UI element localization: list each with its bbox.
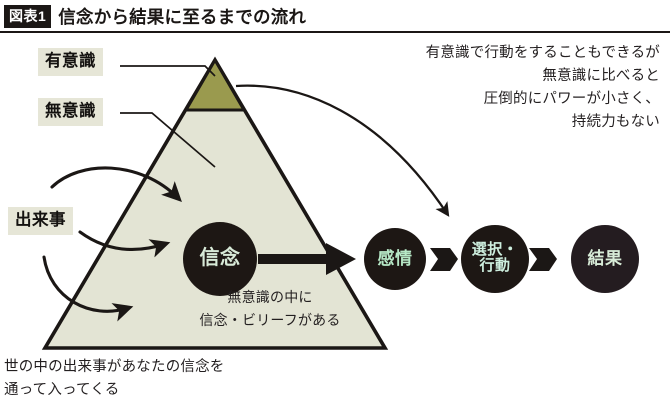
arrow-emotion-to-action — [430, 248, 458, 271]
page-title: 信念から結果に至るまでの流れ — [58, 7, 307, 27]
event-arrow-2 — [78, 230, 171, 258]
bottom-caption-line-1: 世の中の出来事があなたの信念を — [4, 359, 225, 375]
right-note-line-4: 持続力もない — [571, 113, 660, 130]
arrow-belief-to-emotion — [258, 243, 356, 275]
tag-unconscious: 無意識 — [38, 98, 103, 126]
node-circle-result[interactable] — [571, 225, 639, 293]
inside-line-2: 信念・ビリーフがある — [199, 311, 341, 328]
title-divider — [0, 31, 670, 33]
arrow-action-to-result — [529, 248, 557, 271]
event-arrow-1 — [50, 166, 182, 202]
leader-line-unconscious — [120, 112, 216, 168]
right-note-line-3: 圧倒的にパワーが小さく、 — [483, 90, 660, 107]
figure-badge: 図表1 — [4, 5, 52, 28]
event-arrow-3 — [42, 255, 134, 322]
annotation-right-note: 有意識で行動をすることもできるが 無意識に比べると 圧倒的にパワーが小さく、 持… — [338, 42, 660, 134]
node-circle-emotion[interactable] — [364, 228, 426, 290]
right-note-line-1: 有意識で行動をすることもできるが — [425, 45, 660, 61]
annotation-bottom-caption: 世の中の出来事があなたの信念を 通って入ってくる — [4, 356, 424, 403]
node-circle-belief[interactable] — [183, 222, 257, 296]
inside-line-1: 無意識の中に — [227, 289, 313, 305]
right-note-line-2: 無意識に比べると — [542, 67, 660, 84]
annotation-inside-triangle: 無意識の中に 信念・ビリーフがある — [150, 286, 390, 331]
bottom-caption-line-2: 通って入ってくる — [4, 382, 120, 399]
conscious-influence-curve — [235, 84, 450, 217]
node-circle-action[interactable] — [461, 225, 529, 293]
pyramid-apex-conscious — [183, 60, 247, 112]
pyramid-body — [41, 56, 389, 350]
figure-header: 図表1 信念から結果に至るまでの流れ — [4, 4, 306, 29]
leader-line-conscious — [120, 65, 216, 77]
tag-events: 出来事 — [8, 207, 73, 235]
tag-conscious: 有意識 — [38, 48, 103, 76]
